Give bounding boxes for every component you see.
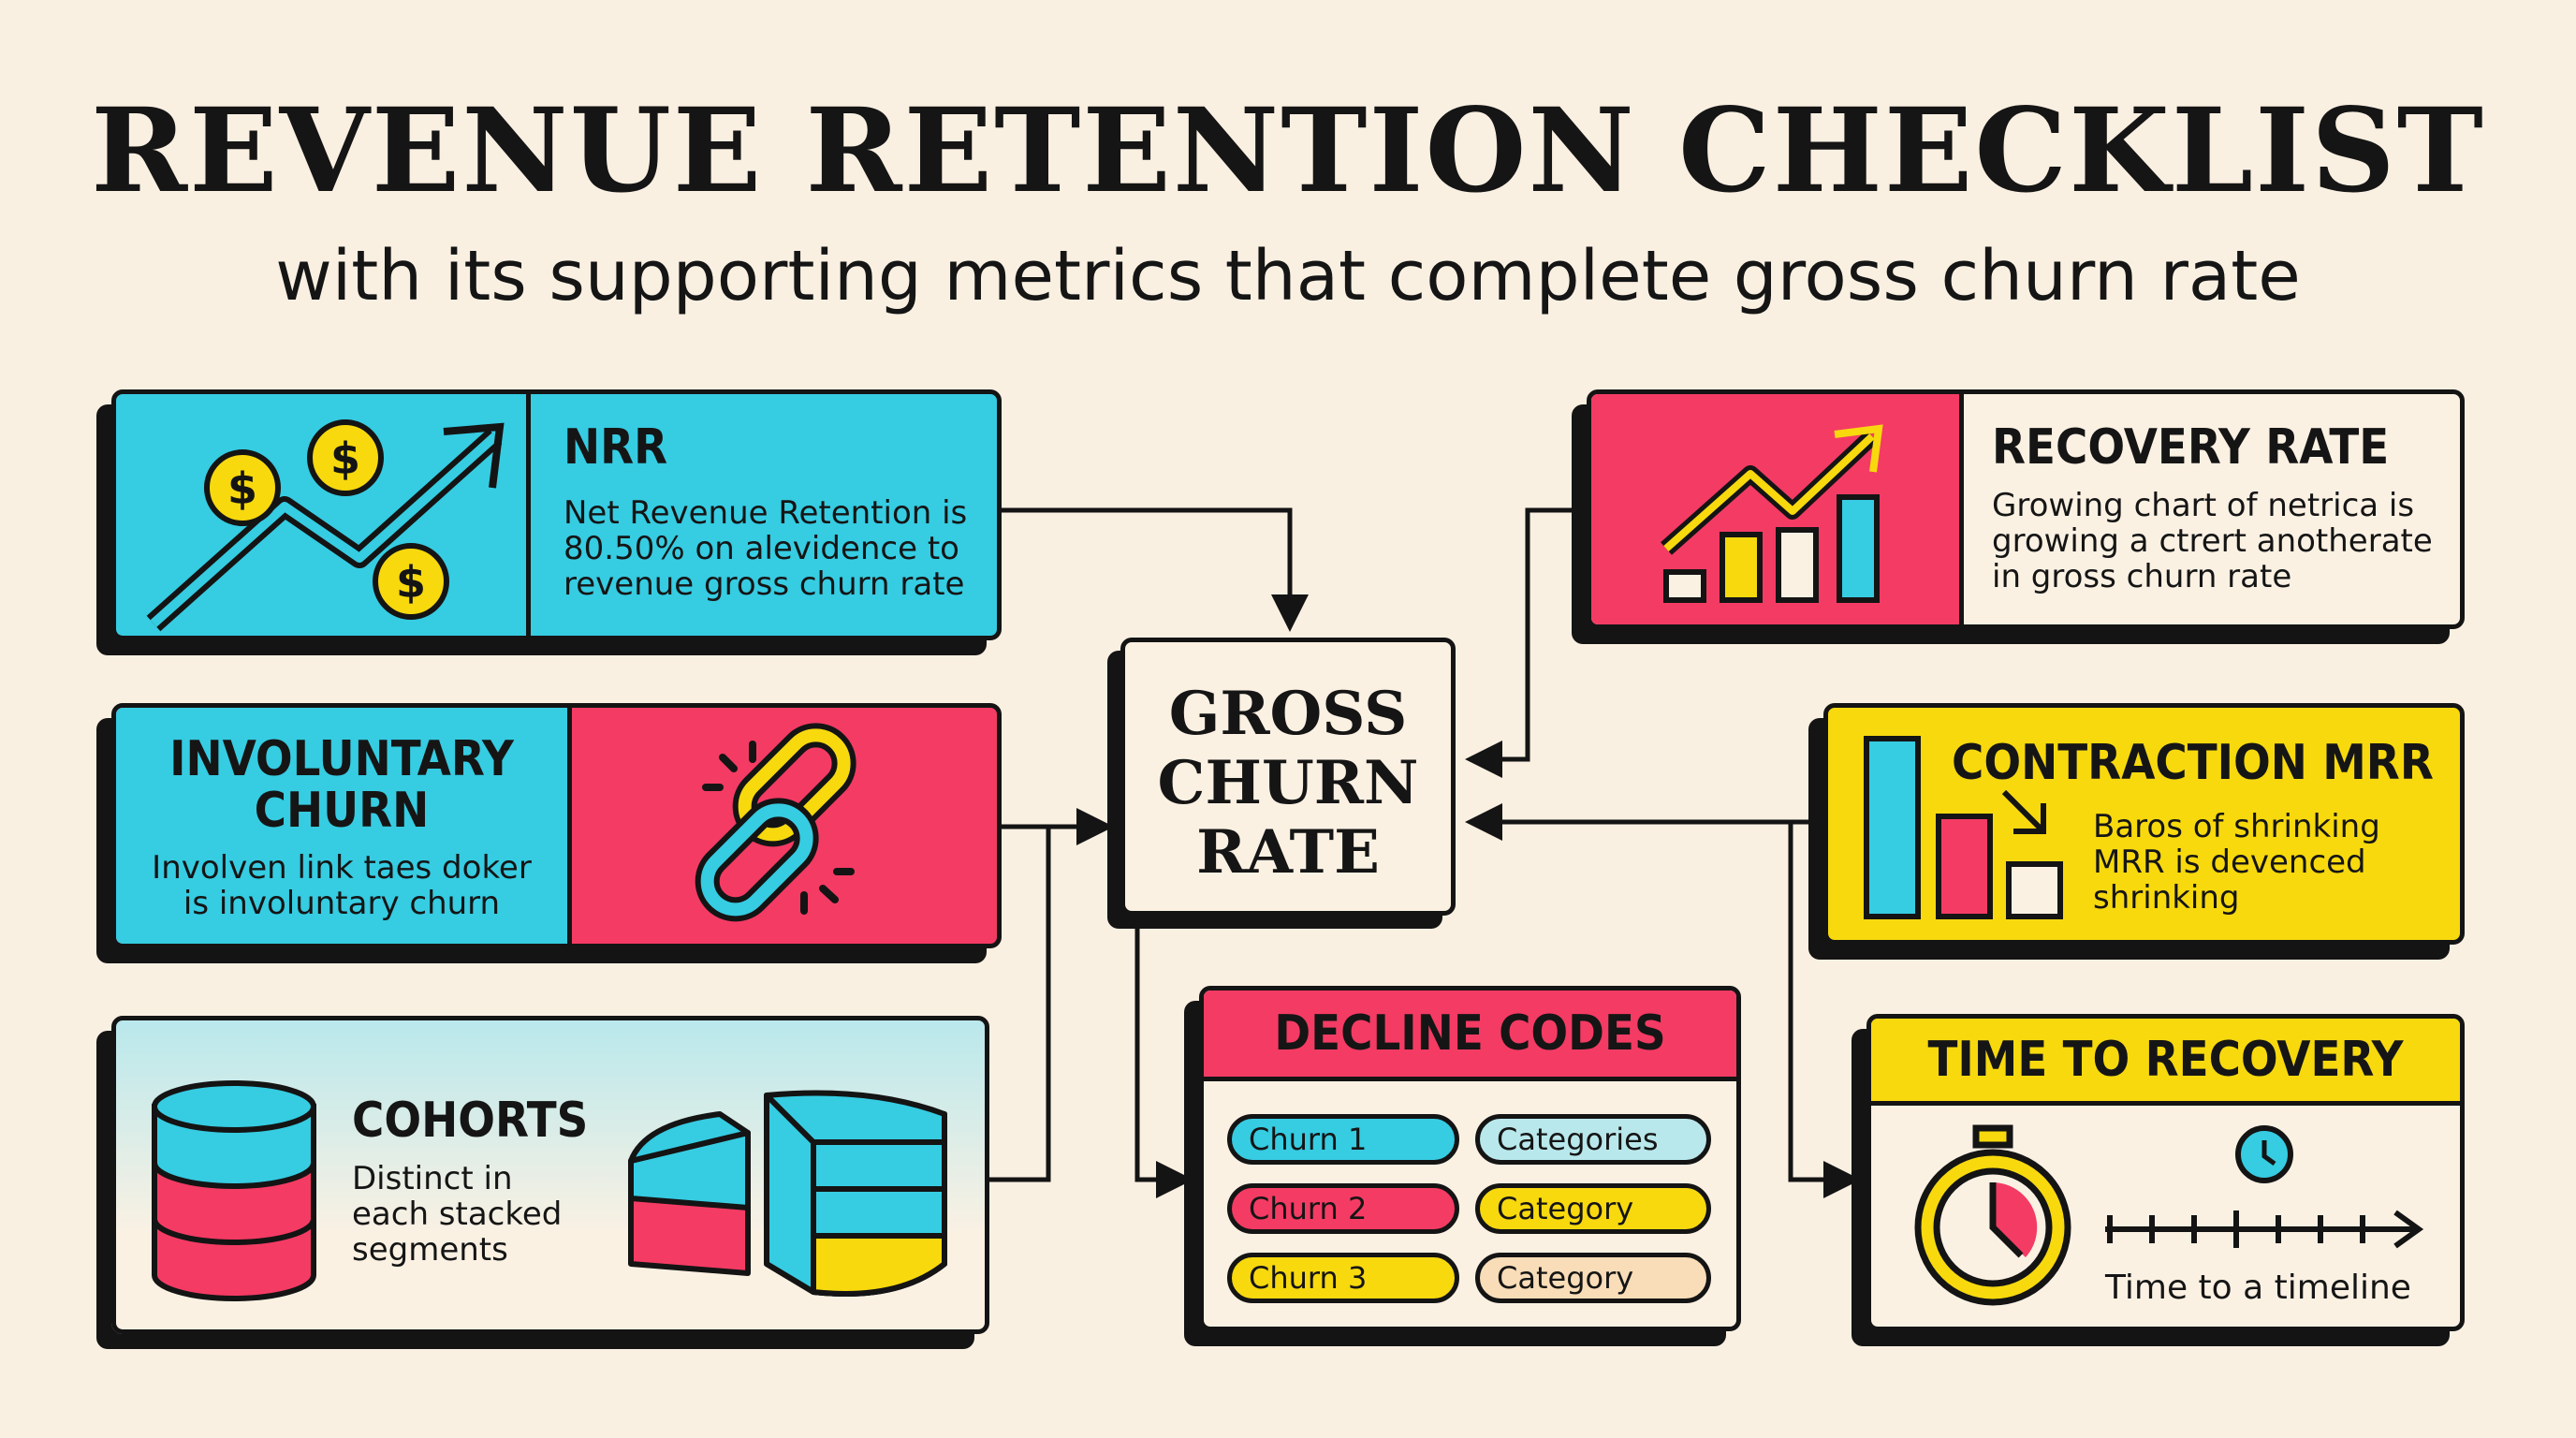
broken-chain-link-icon [695,723,856,922]
recovery-rate-text: in gross churn rate [1992,558,2292,596]
segmented-pie-icon [628,1090,947,1297]
decline-codes-title: DECLINE CODES [1204,990,1736,1081]
decline-code-pill[interactable]: Churn 1 [1227,1114,1459,1165]
contraction-title: CONTRACTION MRR [1952,735,2434,791]
connector-nrr [1002,507,1309,632]
money-growth-chart-icon: $ $ $ [146,419,505,632]
cohorts-card: COHORTS Distinct in each stacked segment… [111,1016,989,1334]
time-to-recovery-title: TIME TO RECOVERY [1871,1019,2460,1106]
decline-code-pill[interactable]: Churn 2 [1227,1183,1459,1234]
recovery-rate-card: RECOVERY RATE Growing chart of netrica i… [1587,389,2465,629]
involuntary-churn-card: INVOLUNTARY CHURN Involven link taes dok… [111,703,1002,948]
shrinking-bars-icon [1864,736,2063,919]
cohorts-text: segments [352,1231,508,1269]
time-to-recovery-card: TIME TO RECOVERY Time to a timeline [1866,1014,2465,1331]
center-title: RATE [1196,817,1380,888]
svg-text:$: $ [330,433,360,484]
cohorts-text: Distinct in [352,1160,513,1197]
nrr-title: NRR [564,419,668,476]
decline-code-pill[interactable]: Churn 3 [1227,1253,1459,1303]
nrr-card: $ $ $ NRR Net Revenue Retention is 80.50% … [111,389,1002,640]
recovery-rate-text: Growing chart of netrica is [1992,487,2415,524]
time-to-recovery-caption: Time to a timeline [2105,1269,2411,1307]
center-title: CHURN [1157,748,1419,818]
growing-bar-chart-icon [1661,424,1883,603]
page-subtitle: with its supporting metrics that complet… [275,236,2301,316]
involuntary-title: INVOLUNTARY [169,731,514,787]
stopwatch-icon [1914,1124,2071,1306]
svg-text:$: $ [396,557,426,608]
decline-codes-card: DECLINE CODES Churn 1 Categories Churn 2… [1199,986,1741,1331]
gross-churn-rate-box: GROSS CHURN RATE [1120,638,1456,916]
recovery-rate-text: growing a ctrert anotherate [1992,522,2433,561]
recovery-rate-title: RECOVERY RATE [1992,419,2390,476]
cohorts-text: each stacked [352,1196,563,1234]
nrr-text: 80.50% on alevidence to [564,530,959,568]
contraction-text: Baros of shrinking [2093,808,2380,845]
center-title: GROSS [1168,679,1408,749]
contraction-mrr-card: CONTRACTION MRR Baros of shrinking MRR i… [1823,703,2465,945]
connector-cohorts [989,827,1051,1182]
clock-icon [2235,1125,2293,1183]
cohorts-title: COHORTS [352,1093,589,1149]
timeline-arrow-icon [2105,1210,2424,1249]
connector-recovery [1465,507,1587,778]
involuntary-text: is involuntary churn [183,885,501,923]
decline-category-pill[interactable]: Categories [1475,1114,1711,1165]
involuntary-title: CHURN [254,782,430,839]
connector-decline [1134,916,1193,1198]
stacked-database-icon [152,1080,316,1301]
involuntary-text: Involven link taes doker [152,849,532,887]
svg-text:$: $ [227,463,257,514]
nrr-text: Net Revenue Retention is [564,494,968,532]
contraction-text: shrinking [2093,879,2240,917]
contraction-text: MRR is devenced [2093,844,2366,882]
decline-category-pill[interactable]: Category [1475,1253,1711,1303]
decline-category-pill[interactable]: Category [1475,1183,1711,1234]
nrr-text: revenue gross churn rate [564,565,965,604]
page-title: REVENUE RETENTION CHECKLIST [91,83,2485,219]
connector-time [1788,822,1861,1198]
